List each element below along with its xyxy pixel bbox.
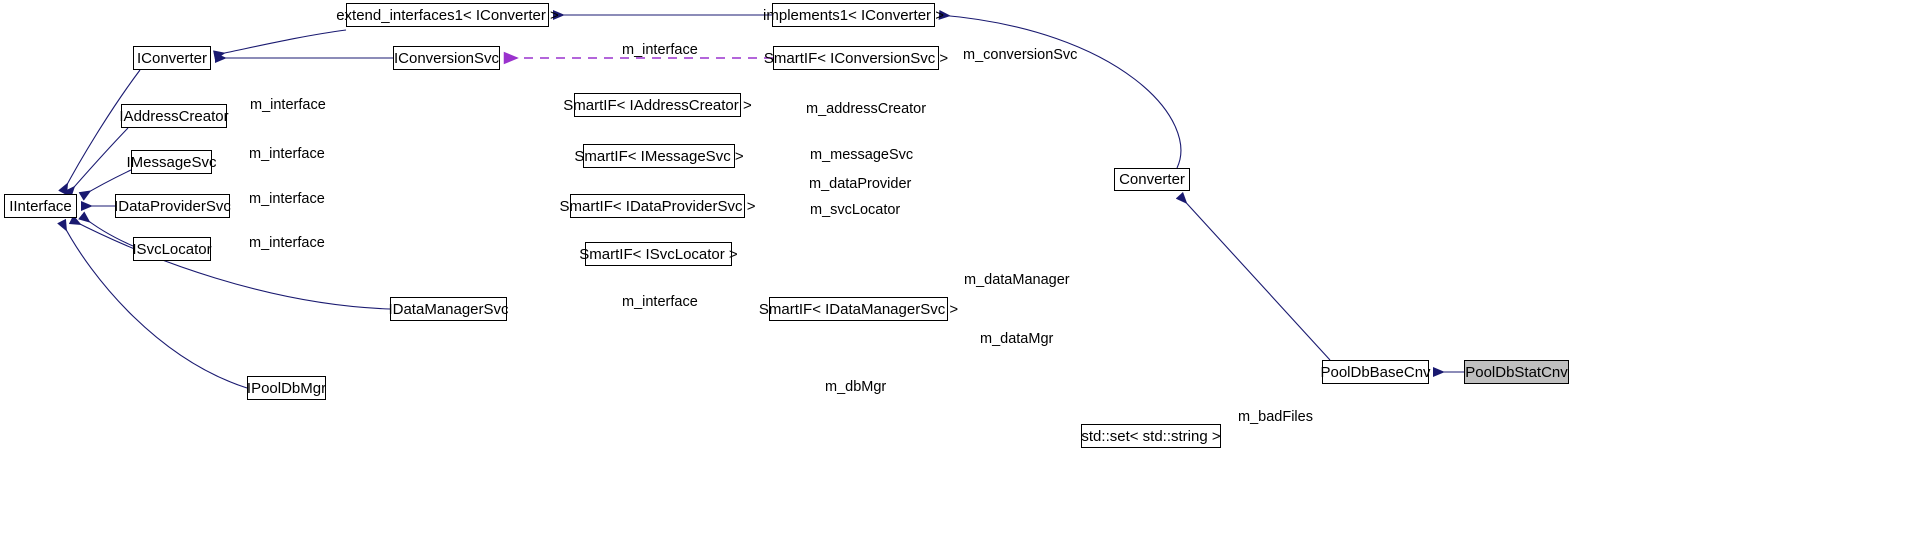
edge-label-m-conversionsvc: m_conversionSvc [963, 47, 1078, 63]
node-label: IMessageSvc [126, 153, 217, 171]
inheritance-edges [57, 9, 1464, 389]
edge-label-m-interface-iconversionsvc: m_interface [622, 42, 698, 58]
edge-extendinterfaces-to-iconverter [213, 29, 347, 61]
node-std-set-std-string[interactable]: std::set< std::string > [1081, 424, 1221, 448]
node-implements1-iconverter[interactable]: implements1< IConverter > [763, 3, 944, 27]
node-label: Converter [1119, 171, 1185, 188]
node-smartif-iaddresscreator[interactable]: SmartIF< IAddressCreator > [563, 93, 752, 117]
edge-label-m-datamanager: m_dataManager [964, 272, 1070, 288]
node-label: IConversionSvc [393, 49, 500, 67]
node-label: ISvcLocator [132, 240, 212, 258]
edge-idatamanagersvc-to-iinterface [68, 215, 391, 310]
node-idataprovidersvc[interactable]: IDataProviderSvc [114, 194, 231, 218]
node-iaddresscreator[interactable]: IAddressCreator [119, 104, 229, 128]
node-pooldbbasecnv[interactable]: PoolDbBaseCnv [1320, 360, 1431, 384]
node-label: PoolDbBaseCnv [1320, 363, 1431, 381]
edge-label-m-interface-idataprovidersvc: m_interface [249, 191, 325, 207]
edge-label-m-interface-idatamanagersvc: m_interface [622, 294, 698, 310]
edge-label-m-interface-isvclocator: m_interface [249, 235, 325, 251]
edge-label-m-addresscreator: m_addressCreator [806, 101, 927, 117]
node-smartif-idataprovidersvc[interactable]: SmartIF< IDataProviderSvc > [560, 194, 755, 218]
node-isvclocator[interactable]: ISvcLocator [132, 237, 212, 261]
node-label: IDataProviderSvc [114, 197, 231, 215]
edge-isvclocator-to-iinterface [78, 211, 134, 247]
node-imessagesvc[interactable]: IMessageSvc [126, 150, 217, 174]
node-label: SmartIF< IDataManagerSvc > [758, 300, 959, 318]
node-label: extend_interfaces1< IConverter > [336, 6, 559, 24]
node-label: PoolDbStatCnv [1465, 363, 1568, 381]
node-smartif-isvclocator[interactable]: SmartIF< ISvcLocator > [579, 242, 738, 266]
node-label: std::set< std::string > [1081, 427, 1221, 445]
edge-pooldbbasecnv-to-converter [1175, 191, 1331, 361]
node-extend-interfaces1-iconverter[interactable]: extend_interfaces1< IConverter > [336, 3, 559, 27]
node-label: SmartIF< IDataProviderSvc > [559, 197, 756, 215]
edge-label-m-interface-iaddresscreator: m_interface [250, 97, 326, 113]
node-pooldbstatcnv[interactable]: PoolDbStatCnv [1464, 360, 1569, 384]
edge-label-m-datamgr: m_dataMgr [980, 331, 1054, 347]
edge-label-m-interface-imessagesvc: m_interface [249, 146, 325, 162]
node-smartif-imessagesvc[interactable]: SmartIF< IMessageSvc > [574, 144, 744, 168]
node-smartif-idatamanagersvc[interactable]: SmartIF< IDataManagerSvc > [759, 297, 958, 321]
node-iinterface[interactable]: IInterface [4, 194, 77, 218]
node-label: IInterface [9, 197, 72, 215]
edge-label-m-svclocator: m_svcLocator [810, 202, 901, 218]
edge-ipooldbmgr-to-iinterface [57, 218, 248, 389]
node-label: IDataManagerSvc [388, 300, 509, 318]
node-smartif-iconversionsvc[interactable]: SmartIF< IConversionSvc > [764, 46, 948, 70]
node-label: implements1< IConverter > [763, 6, 944, 24]
node-label: IConverter [136, 49, 208, 67]
edge-label-m-dataprovider: m_dataProvider [809, 176, 912, 192]
node-converter[interactable]: Converter [1114, 168, 1190, 191]
edge-label-m-dbmgr: m_dbMgr [825, 379, 887, 395]
node-iconverter[interactable]: IConverter [133, 46, 211, 70]
edge-converter-to-implements1 [938, 9, 1182, 169]
edge-iaddresscreator-to-iinterface [63, 127, 129, 199]
node-ipooldbmgr[interactable]: IPoolDbMgr [247, 376, 326, 400]
node-label: IAddressCreator [119, 107, 229, 125]
edge-imessagesvc-to-iinterface [78, 169, 132, 201]
node-iconversionsvc[interactable]: IConversionSvc [393, 46, 500, 70]
node-label: SmartIF< IConversionSvc > [763, 49, 949, 67]
edge-iconverter-to-iinterface [58, 69, 141, 196]
node-label: SmartIF< IMessageSvc > [574, 147, 744, 165]
edge-label-m-messagesvc: m_messageSvc [810, 147, 914, 163]
node-label: SmartIF< ISvcLocator > [579, 245, 738, 263]
node-label: SmartIF< IAddressCreator > [563, 96, 752, 114]
edge-label-m-badfiles: m_badFiles [1238, 409, 1313, 425]
node-idatamanagersvc[interactable]: IDataManagerSvc [388, 297, 509, 321]
node-label: IPoolDbMgr [246, 379, 327, 397]
